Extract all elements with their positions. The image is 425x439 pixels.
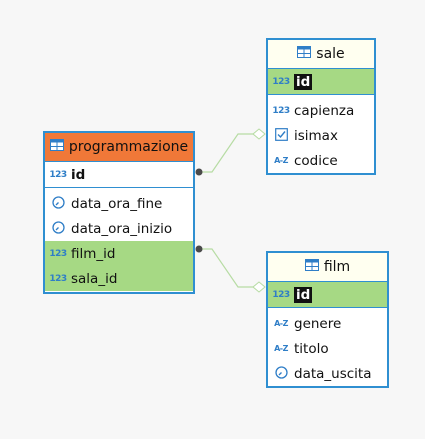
entity-header[interactable]: sale [268, 40, 374, 69]
column-row[interactable]: isimax [268, 123, 374, 148]
text-type-icon: A-Z [274, 319, 288, 328]
column-row[interactable]: data_ora_inizio [45, 216, 193, 241]
datetime-icon [49, 220, 67, 237]
column-label: id [294, 286, 313, 303]
column-row[interactable]: A-Z titolo [268, 336, 387, 361]
column-row[interactable]: A-Z genere [268, 311, 387, 336]
link-end-diamond-sale [252, 128, 266, 140]
column-row[interactable]: 123 capienza [268, 98, 374, 123]
link-start-dot-sale [195, 168, 203, 176]
entity-title: programmazione [68, 139, 189, 155]
column-label: isimax [294, 127, 338, 144]
entity-film[interactable]: film 123 id A-Z genere A-Z titolo data_u… [266, 251, 389, 388]
column-row-pk[interactable]: 123 id [268, 69, 374, 95]
column-label: data_ora_fine [71, 195, 163, 212]
entity-programmazione[interactable]: programmazione 123 id data_ora_fine data… [43, 131, 195, 294]
link-programmazione-film[interactable] [199, 248, 257, 288]
entity-header[interactable]: film [268, 253, 387, 282]
entity-title: film [323, 259, 351, 275]
link-programmazione-sale[interactable] [199, 133, 257, 173]
checkbox-icon [272, 127, 290, 144]
link-start-dot-film [195, 245, 203, 253]
entity-header[interactable]: programmazione [45, 133, 193, 162]
column-label: codice [294, 152, 338, 169]
column-row-fk[interactable]: 123 sala_id [45, 266, 193, 291]
number-type-icon: 123 [49, 248, 67, 259]
datetime-icon [49, 195, 67, 212]
column-row[interactable]: data_ora_fine [45, 191, 193, 216]
column-label: genere [294, 315, 342, 332]
number-type-icon: 123 [272, 76, 290, 87]
column-row[interactable]: data_uscita [268, 361, 387, 386]
column-row-pk[interactable]: 123 id [45, 162, 193, 188]
column-label: capienza [294, 102, 355, 119]
column-label: titolo [294, 340, 329, 357]
number-type-icon: 123 [272, 105, 290, 116]
column-label: data_uscita [294, 365, 372, 382]
number-type-icon: 123 [49, 169, 67, 180]
entity-title: sale [316, 46, 345, 62]
column-row-pk[interactable]: 123 id [268, 282, 387, 308]
column-row-fk[interactable]: 123 film_id [45, 241, 193, 266]
table-icon [297, 46, 312, 62]
column-label: data_ora_inizio [71, 220, 173, 237]
table-icon [304, 259, 319, 275]
datetime-icon [272, 365, 290, 382]
column-label: id [71, 166, 86, 183]
column-label: sala_id [71, 270, 118, 287]
number-type-icon: 123 [49, 273, 67, 284]
column-row[interactable]: A-Z codice [268, 148, 374, 173]
column-label: film_id [71, 245, 116, 262]
entity-sale[interactable]: sale 123 id 123 capienza isimax A-Z codi… [266, 38, 376, 175]
number-type-icon: 123 [272, 289, 290, 300]
link-end-diamond-film [252, 281, 266, 293]
column-label: id [294, 73, 313, 90]
text-type-icon: A-Z [274, 156, 288, 165]
table-icon [49, 139, 64, 155]
text-type-icon: A-Z [274, 344, 288, 353]
